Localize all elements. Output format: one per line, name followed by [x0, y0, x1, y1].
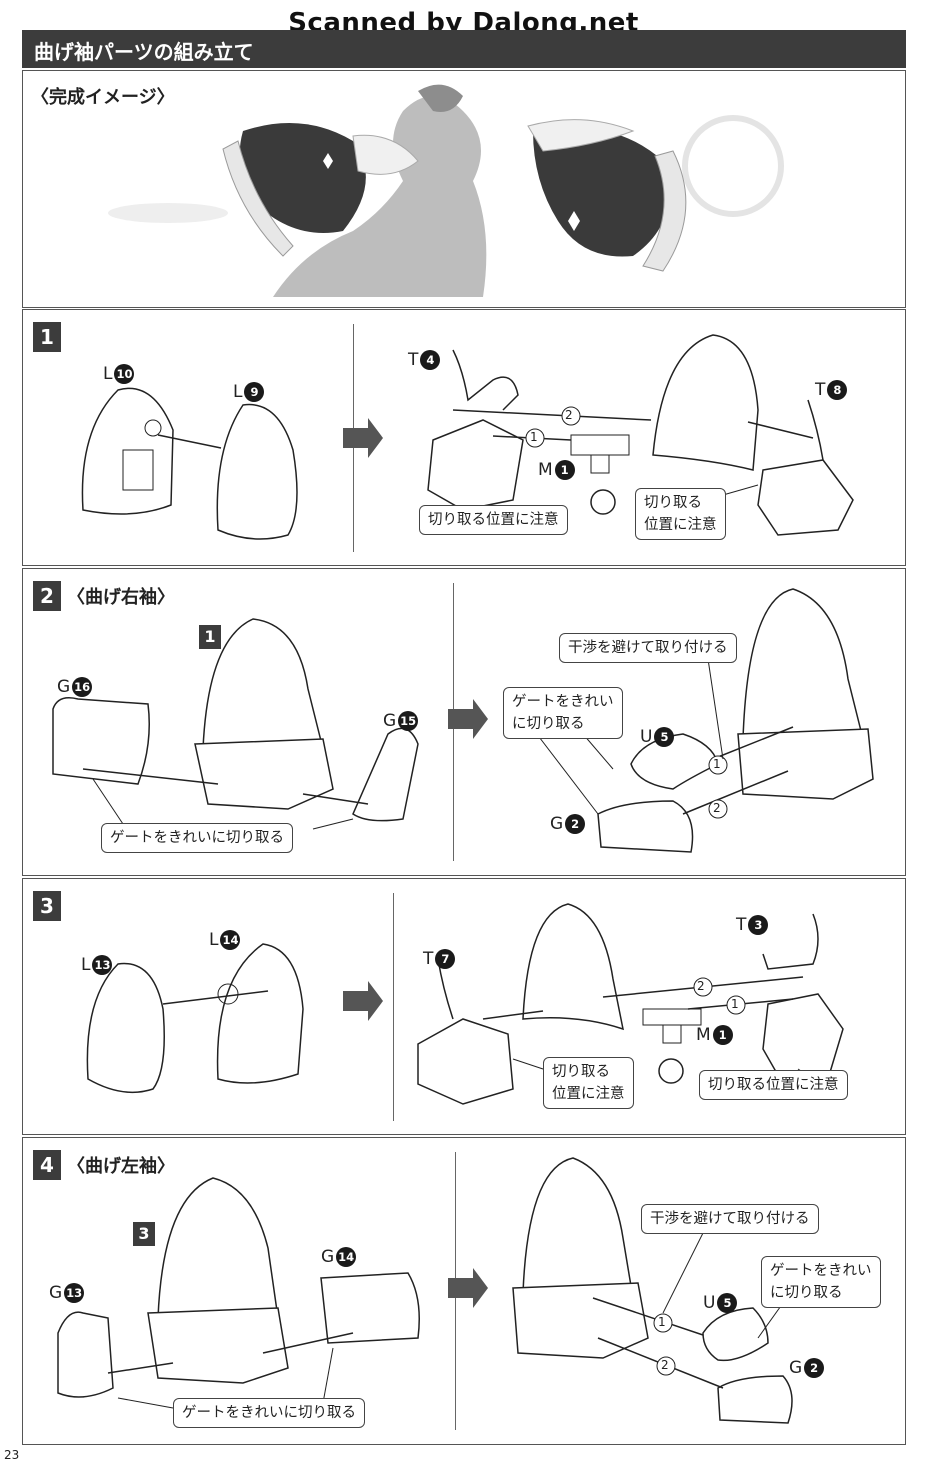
- step-title: 〈曲げ右袖〉: [67, 587, 175, 608]
- step-title: 〈曲げ左袖〉: [67, 1156, 175, 1177]
- page-number: 23: [4, 1448, 20, 1462]
- step-4-illustration: [57, 1157, 793, 1424]
- reference-step-box: 1: [199, 625, 221, 649]
- arrow-order-label: 2: [661, 1358, 669, 1372]
- completed-figure-illustration: [108, 84, 784, 297]
- callout-avoid-interference: 干渉を避けて取り付ける: [559, 633, 737, 663]
- callout-clean-gate: ゲートをきれいに切り取る: [173, 1398, 365, 1428]
- section-title: 曲げ袖パーツの組み立て: [34, 40, 254, 64]
- callout-clean-gate: ゲートをきれい に切り取る: [761, 1256, 881, 1308]
- reference-step-box: 3: [133, 1222, 155, 1246]
- completed-image-label: 〈完成イメージ〉: [31, 87, 175, 108]
- callout-cut-position: 切り取る 位置に注意: [635, 488, 726, 540]
- callout-clean-gate: ゲートをきれい に切り取る: [503, 687, 623, 739]
- step-3-illustration: [86, 903, 844, 1105]
- step-number: 1: [33, 322, 61, 352]
- callout-cut-position: 切り取る位置に注意: [699, 1070, 848, 1100]
- arrow-order-label: 2: [565, 408, 573, 422]
- section-header: 曲げ袖パーツの組み立て: [22, 30, 906, 68]
- callout-cut-position: 切り取る 位置に注意: [543, 1057, 634, 1109]
- step-number: 2: [33, 581, 61, 611]
- callout-cut-position: 切り取る位置に注意: [419, 505, 568, 535]
- callout-clean-gate: ゲートをきれいに切り取る: [101, 823, 293, 853]
- arrow-order-label: 1: [658, 1315, 666, 1329]
- arrow-order-label: 1: [713, 757, 721, 771]
- step-divider: [393, 893, 394, 1121]
- arrow-order-label: 2: [713, 801, 721, 815]
- arrow-order-label: 1: [530, 430, 538, 444]
- step-number: 4: [33, 1150, 61, 1180]
- arrow-order-label: 2: [697, 979, 705, 993]
- step-1-illustration: [81, 334, 854, 540]
- step-2-illustration: [52, 588, 874, 853]
- callout-avoid-interference: 干渉を避けて取り付ける: [641, 1204, 819, 1234]
- arrow-order-label: 1: [731, 997, 739, 1011]
- completed-image-panel: 〈完成イメージ〉: [22, 70, 906, 308]
- step-number: 3: [33, 891, 61, 921]
